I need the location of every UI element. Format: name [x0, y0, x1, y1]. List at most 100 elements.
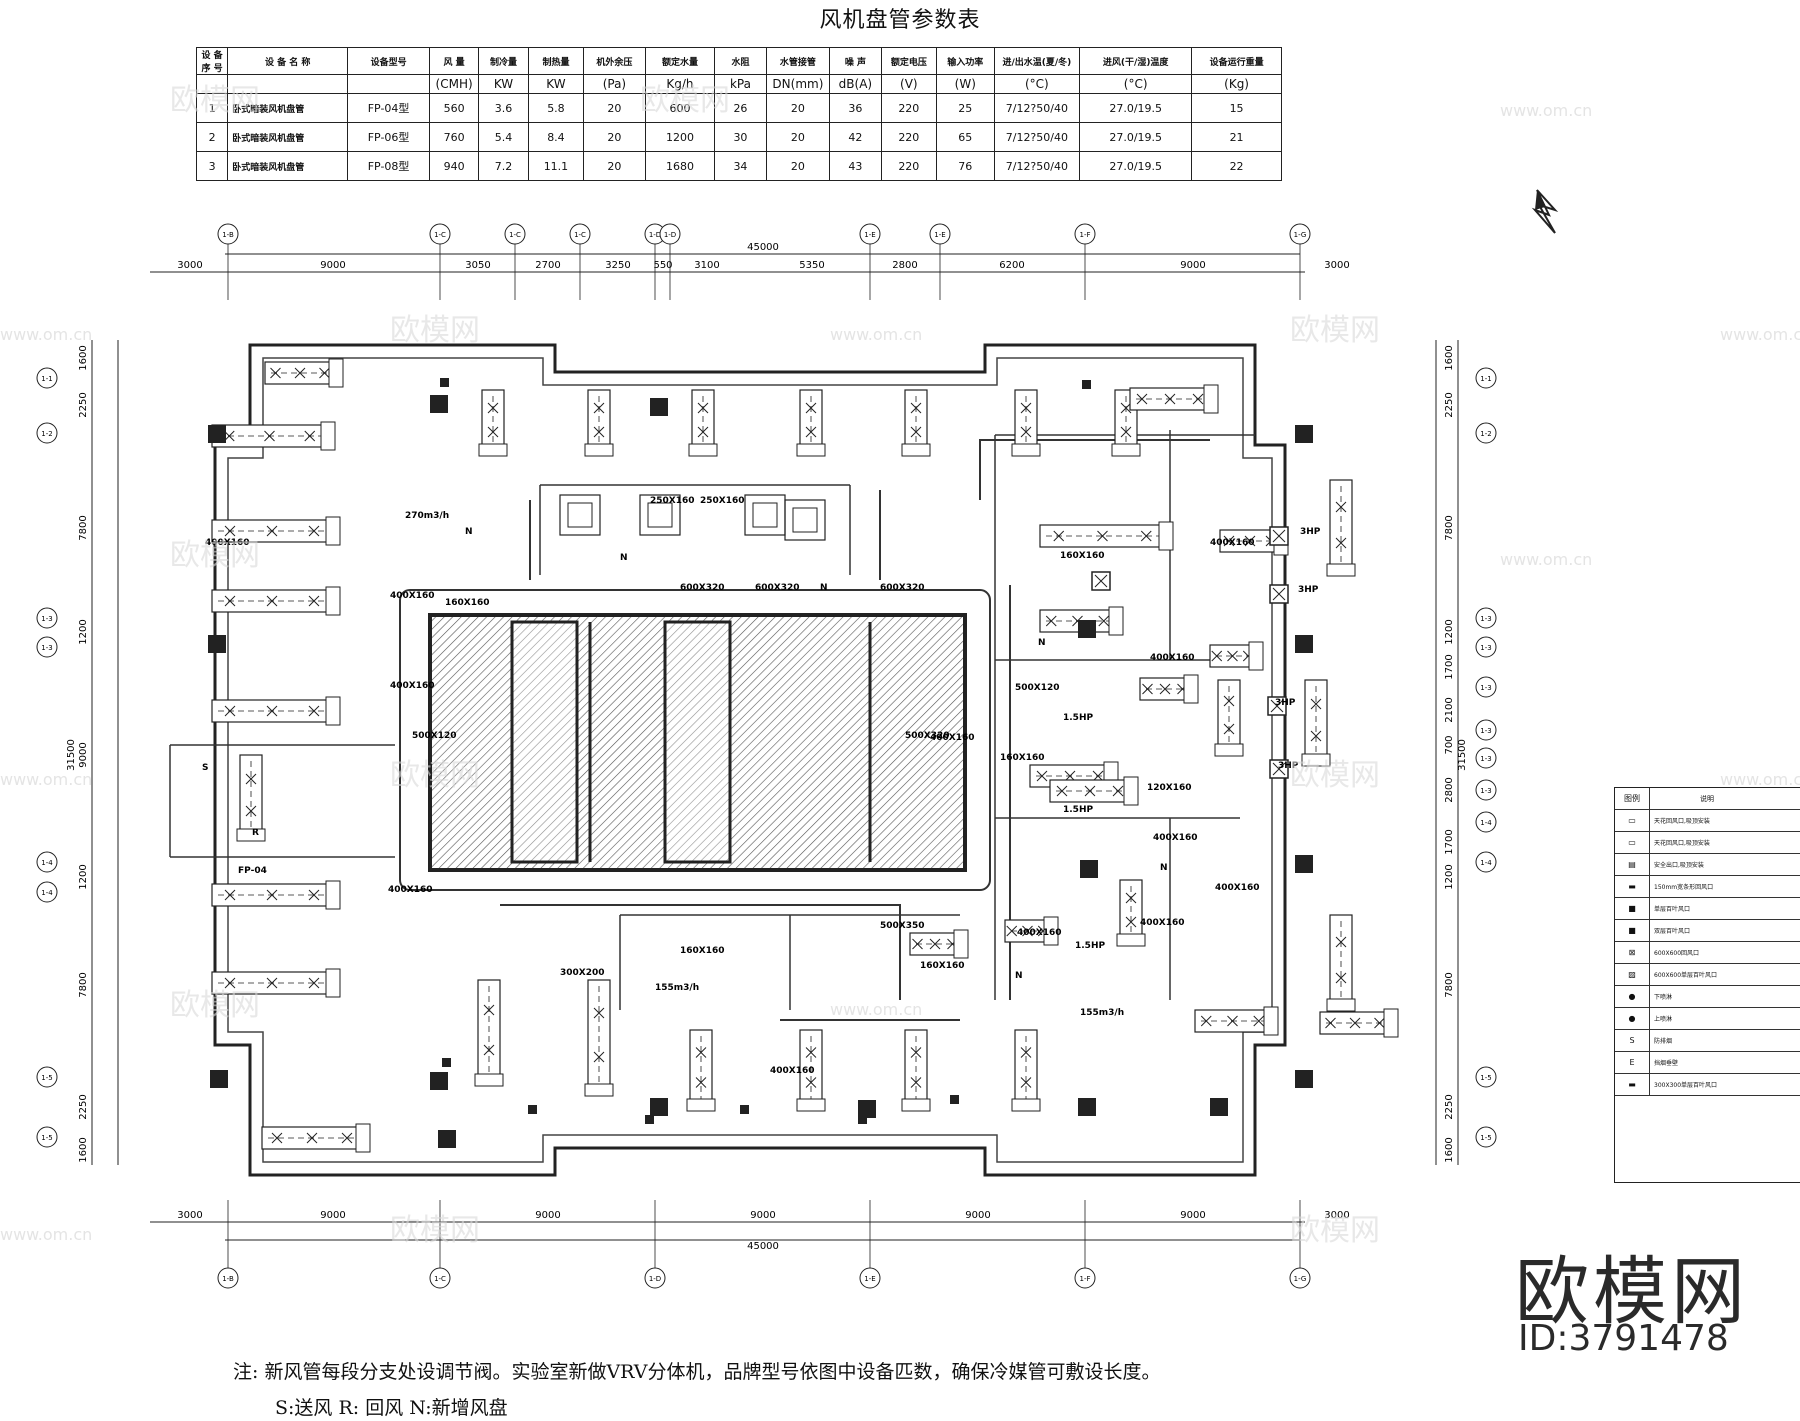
duct-label: 300X200 [560, 968, 605, 978]
duct-label: 3HP [1275, 698, 1296, 708]
exhaust-square [650, 398, 668, 416]
diffuser-x-icon [308, 977, 320, 989]
watermark-url: www.om.cn [0, 1225, 92, 1244]
dimension-label: 7800 [78, 972, 89, 997]
diffuser-x-icon [1223, 723, 1235, 735]
diffuser-x-icon [1349, 1017, 1361, 1029]
dimension-label: 3250 [605, 260, 630, 271]
axis-label: 1-B [222, 231, 234, 239]
diffuser-x-icon [1244, 535, 1256, 547]
building-core [428, 613, 967, 872]
diffuser-x-icon [308, 705, 320, 717]
exhaust-square [858, 1100, 876, 1118]
watermark-text: 欧模网 [1290, 313, 1380, 348]
diffuser-x-icon [1064, 770, 1076, 782]
axis-bubble [1475, 607, 1497, 629]
axis-bubble [36, 636, 58, 658]
diffuser-x-icon [224, 595, 236, 607]
axis-label: 1-3 [41, 615, 52, 623]
diffuser-x-icon [1092, 770, 1104, 782]
diffuser-x-icon [1325, 1017, 1336, 1029]
legend-desc: 双层百叶风口 [1654, 928, 1691, 935]
diffuser-x-icon [1140, 530, 1152, 542]
axis-label: 1-B [222, 1275, 234, 1283]
dimension-label: 1600 [78, 345, 89, 370]
diffuser-x-icon [308, 889, 320, 901]
table-cell: 940 [428, 151, 480, 181]
return-dot [440, 378, 449, 387]
vrv-x-icon [1272, 762, 1286, 776]
duct-label: R [252, 828, 259, 838]
table-row: 3 卧式暗装风机盘管 FP-08型 940 7.2 11.1 20 1680 3… [195, 151, 1282, 181]
diffuser-x-icon [1020, 426, 1032, 438]
id-text: ID:3791478 [1518, 1318, 1729, 1359]
table-cell: 7/12?50/40 [993, 122, 1081, 152]
dimension-label: 2250 [78, 392, 89, 417]
building-outline [213, 343, 1287, 1177]
return-dot [528, 1105, 537, 1114]
watermark-text: 欧模网 [390, 1213, 480, 1248]
dimension-label: 31500 [1457, 739, 1468, 771]
fcu-outlet [1011, 1098, 1041, 1112]
legend-desc: 600X600单层百叶风口 [1654, 972, 1718, 979]
table-unit-cell: KW [478, 74, 529, 94]
axis-label: 1-4 [41, 859, 53, 867]
fcu-outlet [325, 696, 341, 726]
table-header-cell: 设备运行重量 [1191, 47, 1282, 75]
diffuser-x-icon [1020, 1047, 1032, 1058]
axis-bubble [1475, 1126, 1497, 1148]
building-inner-outline [227, 357, 1273, 1163]
fcu-outlet [1043, 916, 1059, 946]
duct-label: 600X320 [680, 583, 725, 593]
axis-bubble [36, 1066, 58, 1088]
fcu-outlet [1214, 743, 1244, 757]
table-title: 风机盘管参数表 [819, 8, 981, 33]
axis-label: 1-D [649, 1275, 661, 1283]
legend-symbol-icon: ● [1615, 1008, 1650, 1029]
axis-label: 1-C [574, 231, 586, 239]
diffuser-x-icon [910, 1047, 922, 1058]
table-cell: 5.4 [478, 122, 529, 152]
axis-bubble [1475, 636, 1497, 658]
dimension-label: 1600 [1444, 345, 1455, 370]
diffuser-x-icon [487, 402, 499, 414]
diffuser-x-icon [266, 525, 278, 537]
return-dot [645, 1115, 654, 1124]
diffuser-x-icon [1120, 426, 1132, 438]
legend-symbol-icon: ▭ [1615, 832, 1650, 853]
north-arrow-icon [1531, 189, 1559, 234]
axis-label: 1-3 [41, 644, 52, 652]
fcu-small [559, 494, 601, 536]
diffuser-x-icon [697, 402, 709, 414]
axis-bubble [36, 851, 58, 873]
duct-label: 1.5HP [1075, 941, 1105, 951]
fcu-outlet [1111, 443, 1141, 457]
watermark-text: 欧模网 [170, 538, 260, 573]
table-header-cell: 设 备 序 号 [195, 47, 229, 75]
exhaust-square [208, 635, 226, 653]
diffuser-x-icon [266, 595, 278, 607]
fcu-outlet [686, 1098, 716, 1112]
dimension-label: 31500 [66, 739, 77, 771]
fcu-outlet [796, 1098, 826, 1112]
diffuser-x-icon [695, 1047, 707, 1058]
exhaust-square [1295, 635, 1313, 653]
dimension-label: 5350 [799, 260, 824, 271]
duct-label: 1.5HP [1063, 713, 1093, 723]
legend-symbol-icon: ▤ [1615, 854, 1650, 875]
axis-label: 1-C [509, 231, 521, 239]
legend-desc: 下喷淋 [1654, 994, 1673, 1001]
diffuser-x-icon [266, 977, 278, 989]
exhaust-square [210, 1070, 228, 1088]
fcu-outlet [688, 443, 718, 457]
diffuser-x-icon [910, 426, 922, 438]
legend-desc: 600X600回风口 [1654, 950, 1700, 957]
watermark-logo: 欧模网 [1515, 1249, 1749, 1335]
exhaust-square [1295, 425, 1313, 443]
table-units-row: (CMH) KW KW (Pa) Kg/h kPa DN(mm) dB(A) (… [195, 74, 1282, 94]
diffuser-x-icon [1253, 1015, 1265, 1027]
axis-label: 1-E [934, 231, 945, 239]
diffuser-x-icon [1227, 1015, 1238, 1027]
